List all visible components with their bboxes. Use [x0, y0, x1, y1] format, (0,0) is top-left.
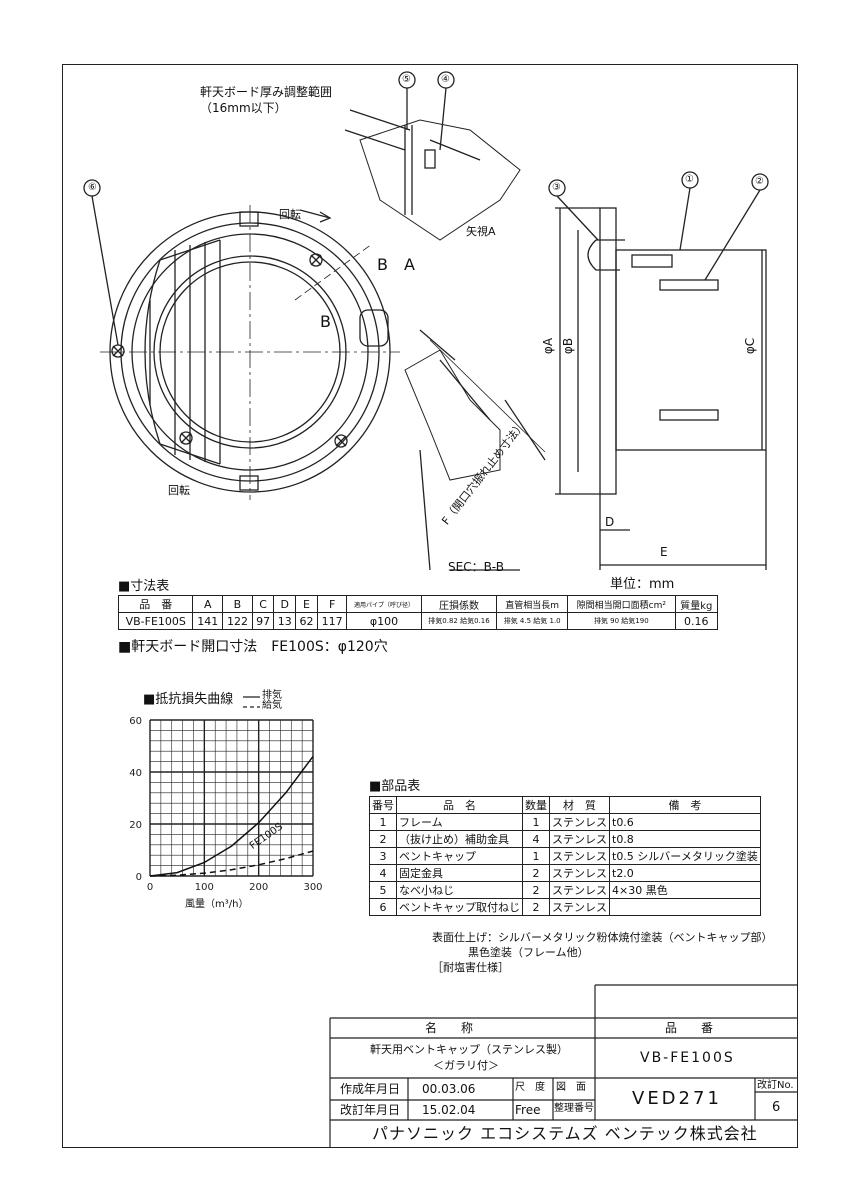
- callout-5: ⑤: [402, 74, 411, 85]
- parts-cell: [609, 898, 761, 916]
- chart-x-tick-label: 300: [303, 882, 322, 893]
- parts-cell: ステンレス: [549, 898, 610, 916]
- created-label: 作成年月日: [340, 1082, 401, 1096]
- b-label-2: B: [320, 312, 331, 331]
- parts-header: 材 質: [549, 796, 610, 814]
- chart-series-exhaust: [149, 755, 314, 877]
- parts-cell: 固定金具: [396, 864, 523, 882]
- created-date: 00.03.06: [422, 1082, 476, 1096]
- a-label: A: [404, 255, 415, 274]
- b-label-1: B: [377, 255, 388, 274]
- chart-title: ■抵抗損失曲線: [143, 692, 234, 707]
- chart-x-tick-label: 0: [147, 882, 153, 893]
- parts-cell: ステンレス: [549, 864, 610, 882]
- dim-cell: 117: [316, 612, 348, 630]
- drawing-label: 図 面: [556, 1082, 586, 1093]
- parts-table-title: ■部品表: [369, 779, 421, 794]
- dim-header: 品 番: [117, 595, 194, 613]
- callout-2: ②: [755, 176, 764, 187]
- title-name-header: 名 称: [425, 1021, 474, 1035]
- chart-y-tick-label: 60: [129, 716, 142, 727]
- section-bb-detail: [404, 329, 546, 571]
- parts-cell: ベントキャップ: [396, 847, 523, 865]
- chart-xlabel: 風量（m³/h）: [185, 899, 249, 910]
- revision-label: 改訂No.: [757, 1080, 794, 1091]
- drawing-frame: [62, 64, 798, 1148]
- revision-no: 6: [772, 1100, 781, 1115]
- dim-cell: 122: [222, 612, 253, 630]
- title-product-header: 品 番: [665, 1021, 714, 1035]
- dim-cell: φ100: [346, 612, 422, 630]
- chart-x-tick-label: 100: [195, 882, 214, 893]
- dim-cell: 13: [273, 612, 297, 630]
- parts-cell: 2: [522, 898, 550, 916]
- parts-cell: t0.6: [609, 813, 761, 831]
- chart-x-tick-label: 200: [249, 882, 268, 893]
- rotate-label-top: 回転: [279, 208, 301, 221]
- board-range-value: （16mm以下）: [200, 101, 287, 115]
- chart-y-tick-label: 40: [129, 768, 142, 779]
- chart-y-tick-label: 20: [129, 820, 142, 831]
- parts-cell: t0.5 シルバーメタリック塗装: [609, 847, 761, 865]
- callout-4: ④: [441, 74, 450, 85]
- parts-cell: （抜け止め）補助金具: [396, 830, 523, 848]
- callout-1: ①: [685, 174, 694, 185]
- scale-value: Free: [515, 1103, 541, 1117]
- front-view: [100, 205, 400, 500]
- units-label: 単位：mm: [610, 577, 675, 592]
- legend-supply: 給気: [262, 700, 282, 711]
- side-view: [548, 171, 769, 570]
- opening-note: ■軒天ボード開口寸法 FE100S：φ120穴: [118, 639, 388, 655]
- board-range-label: 軒天ボード厚み調整範囲: [200, 85, 333, 99]
- dim-cell: 141: [192, 612, 224, 630]
- drawing-no: VED271: [632, 1088, 722, 1109]
- title-product-no: VB-FE100S: [640, 1050, 735, 1066]
- parts-cell: ステンレス: [549, 881, 610, 899]
- revised-date: 15.02.04: [422, 1103, 476, 1117]
- dimension-table-title: ■寸法表: [118, 579, 170, 594]
- callout-6: ⑥: [88, 182, 97, 193]
- company-name: パナソニック エコシステムズ ベンテック株式会社: [372, 1124, 758, 1143]
- view-a-label: 矢視A: [466, 225, 496, 238]
- scale-label: 尺 度: [515, 1082, 545, 1093]
- dimension-table: 品 番 A B C D E F 適用パイプ（呼び径） 圧損係数 直管相当長m 隙…: [117, 595, 719, 630]
- view-a-detail: [344, 71, 521, 241]
- dim-cell: 97: [251, 612, 275, 630]
- dim-e: E: [660, 545, 668, 559]
- surface-finish-3: ［耐塩害仕様］: [432, 961, 509, 974]
- dim-d: D: [605, 515, 615, 529]
- callout-3: ③: [552, 182, 561, 193]
- parts-cell: 6: [369, 898, 397, 916]
- chart-y-tick-label: 0: [136, 872, 142, 883]
- surface-finish-2: 黒色塗装（フレーム他）: [468, 946, 589, 959]
- chart-series-supply: [149, 850, 314, 877]
- parts-cell: ベントキャップ取付ねじ: [396, 898, 523, 916]
- surface-finish-1: 表面仕上げ：シルバーメタリック粉体焼付塗装（ベントキャップ部）: [432, 931, 773, 944]
- title-name-line2: ＜ガラリ付＞: [433, 1059, 499, 1072]
- dim-cell: 0.16: [674, 612, 719, 630]
- control-label: 整理番号: [554, 1103, 594, 1114]
- rotate-label-bottom: 回転: [168, 484, 190, 497]
- section-label: SEC：B-B: [448, 560, 504, 574]
- dim-cell: VB-FE100S: [117, 612, 194, 630]
- parts-cell: 4×30 黒色: [609, 881, 761, 899]
- legend-exhaust: 排気: [262, 690, 282, 701]
- title-name-line1: 軒天用ベントキャップ（ステンレス製）: [370, 1043, 568, 1056]
- revised-label: 改訂年月日: [340, 1103, 401, 1117]
- dim-cell: 排気0.82 給気0.16: [420, 612, 498, 630]
